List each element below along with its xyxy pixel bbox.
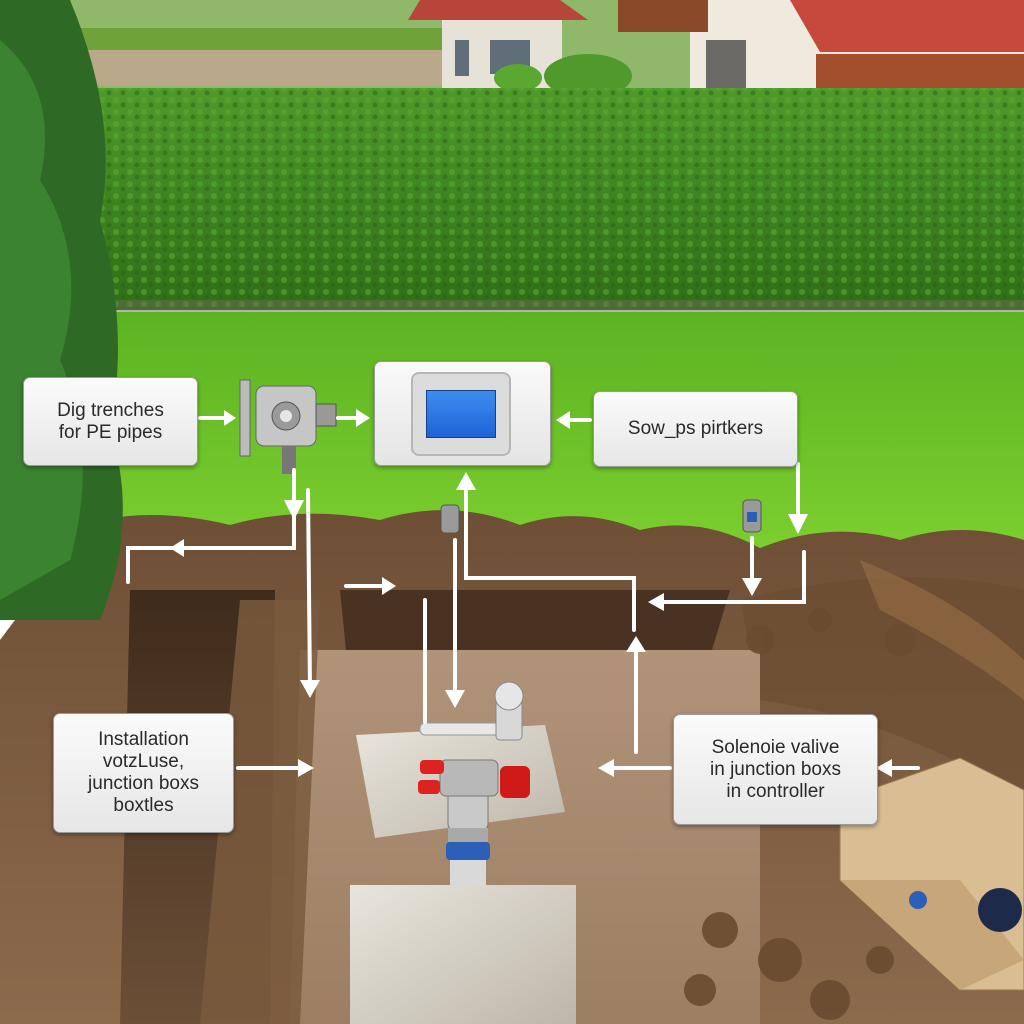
label-solenoid-valve: Solenoie valive in junction boxs in cont… (673, 714, 878, 825)
house-left (408, 0, 588, 88)
lawn (88, 312, 1024, 552)
arrow-heads (170, 409, 892, 777)
solenoid-valve-icon (418, 759, 530, 885)
label-line: Installation (98, 729, 189, 750)
irrigation-controller-icon (411, 372, 511, 456)
controller-box (374, 361, 551, 466)
label-line: Dig trenches (57, 399, 164, 421)
label-line: junction boxs (88, 773, 199, 794)
label-dig-trenches: Dig trenches for PE pipes (23, 377, 198, 466)
valve-pad-lower (350, 885, 576, 1024)
label-sow-sprinklers: Sow_ps pirtkers (593, 391, 798, 467)
valve-icon (239, 379, 337, 474)
label-line: boxtles (113, 795, 174, 816)
controller-screen (426, 390, 496, 438)
flow-arrows (126, 416, 920, 770)
label-line: for PE pipes (58, 421, 163, 443)
house-right (618, 0, 1024, 90)
label-line: in junction boxs (710, 758, 841, 780)
cardboard-box-icon (839, 757, 1024, 991)
label-installation: Installation votzLuse, junction boxs box… (53, 713, 234, 833)
sprinkler-gauge (494, 681, 524, 741)
label-line: Sow_ps pirtkers (627, 418, 764, 439)
label-line: in controller (726, 780, 825, 802)
label-line: votzLuse, (102, 751, 185, 772)
label-line: Solenoie valive (711, 736, 840, 758)
sprinkler-head-icon (440, 499, 762, 534)
